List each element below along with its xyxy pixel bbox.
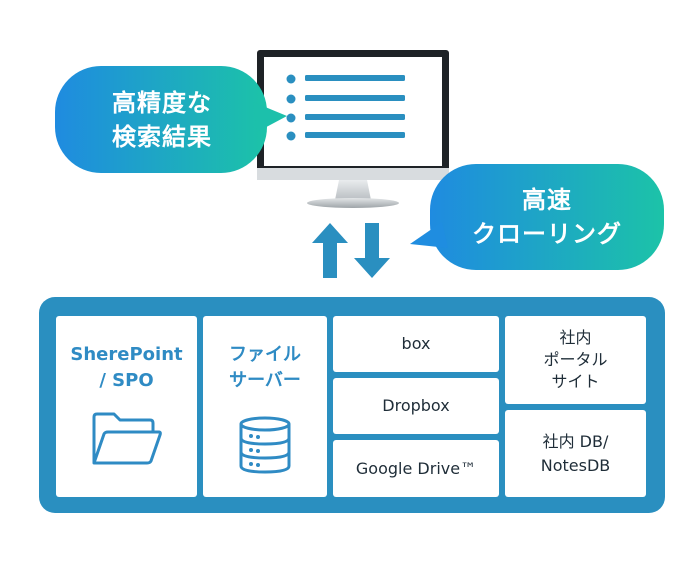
folder-icon bbox=[56, 410, 197, 468]
google-drive-label: Google Drive™ bbox=[355, 458, 477, 478]
sharepoint-card: SherePoint / SPO bbox=[56, 316, 197, 497]
dropbox-label: Dropbox bbox=[382, 396, 450, 415]
notes-db-line-1: 社内 DB/ bbox=[542, 431, 609, 451]
portal-line-2: ポータル bbox=[543, 350, 608, 369]
google-drive-card: Google Drive™ bbox=[333, 440, 499, 497]
crawling-line-2: クローリング bbox=[472, 220, 622, 248]
file-server-line-2: サーバー bbox=[229, 370, 301, 391]
dropbox-card: Dropbox bbox=[333, 378, 499, 434]
database-icon bbox=[203, 416, 327, 476]
box-label: box bbox=[401, 334, 431, 353]
sync-arrows-icon bbox=[312, 223, 390, 278]
file-server-card: ファイル サーバー bbox=[203, 316, 327, 497]
crawling-bubble bbox=[410, 164, 664, 270]
sharepoint-title: SherePoint / SPO bbox=[56, 342, 197, 394]
box-card: box bbox=[333, 316, 499, 372]
sharepoint-line-1: SherePoint bbox=[70, 344, 183, 365]
notes-db-line-2: NotesDB bbox=[540, 455, 611, 475]
portal-line-1: 社内 bbox=[559, 328, 592, 347]
results-line-1: 高精度な bbox=[112, 89, 212, 117]
monitor-icon bbox=[257, 50, 449, 208]
results-line-2: 検索結果 bbox=[112, 123, 212, 151]
results-bubble-text: 高精度な 検索結果 bbox=[62, 86, 262, 154]
notes-db-card: 社内 DB/ NotesDB bbox=[505, 410, 646, 497]
crawling-bubble-text: 高速 クローリング bbox=[430, 183, 664, 251]
portal-card: 社内 ポータル サイト bbox=[505, 316, 646, 404]
file-server-title: ファイル サーバー bbox=[203, 342, 327, 394]
file-server-line-1: ファイル bbox=[229, 344, 301, 365]
results-bubble bbox=[55, 66, 287, 173]
crawling-line-1: 高速 bbox=[522, 186, 572, 214]
result-list-icon bbox=[286, 74, 405, 141]
sharepoint-line-2: / SPO bbox=[99, 370, 154, 391]
portal-line-3: サイト bbox=[551, 372, 600, 391]
